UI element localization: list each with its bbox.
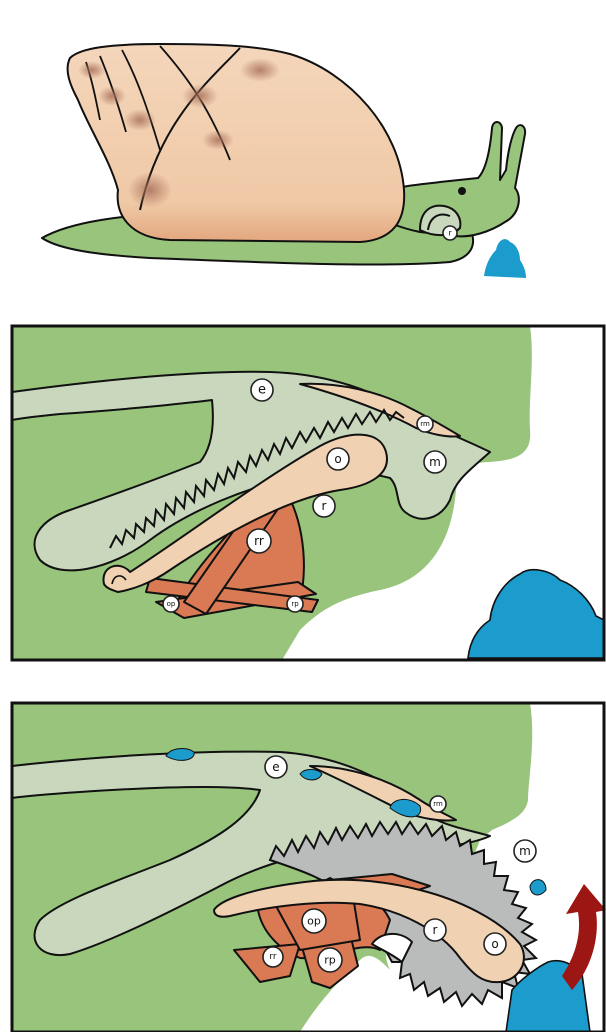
svg-text:m: m bbox=[519, 844, 531, 858]
food-blob bbox=[484, 239, 526, 278]
svg-text:rp: rp bbox=[324, 954, 336, 967]
label-r-3: r bbox=[423, 918, 447, 942]
blue-cell-1 bbox=[165, 748, 195, 761]
label-rm-3: rm bbox=[429, 795, 447, 813]
label-rr-3: rr bbox=[262, 946, 284, 968]
esophagus-3 bbox=[12, 750, 491, 957]
label-o-3: o bbox=[483, 932, 507, 956]
blue-cell-3 bbox=[389, 799, 422, 818]
panel-2-frame bbox=[10, 324, 606, 662]
svg-text:e: e bbox=[272, 760, 279, 774]
svg-text:r: r bbox=[448, 229, 452, 238]
label-rp-3: rp bbox=[317, 947, 343, 973]
label-op-3: op bbox=[301, 908, 327, 934]
blue-cell-2 bbox=[299, 769, 323, 781]
panel-3-frame bbox=[10, 701, 606, 1032]
blue-cell-4 bbox=[529, 879, 547, 896]
label-e-3: e bbox=[264, 755, 288, 779]
label-m-3: m bbox=[513, 839, 537, 863]
svg-text:r: r bbox=[322, 499, 327, 513]
snail-head bbox=[367, 121, 527, 238]
snail-eye bbox=[458, 187, 466, 195]
radula-retracted-panel: e rm m o r rr op rp bbox=[10, 324, 606, 662]
label-rr-2: rr bbox=[246, 528, 272, 554]
radula-protracted-panel: e rm m op r o rr rp bbox=[10, 701, 606, 1032]
svg-text:rr: rr bbox=[269, 952, 277, 962]
svg-text:o: o bbox=[334, 452, 341, 466]
radula-teeth bbox=[109, 408, 405, 549]
svg-text:e: e bbox=[258, 383, 266, 398]
odontophore-3 bbox=[213, 878, 525, 984]
label-rp-2: rp bbox=[286, 595, 304, 613]
protractor-band-rp bbox=[145, 577, 319, 613]
svg-text:rr: rr bbox=[254, 534, 264, 548]
label-r-2: r bbox=[312, 494, 336, 518]
svg-text:r: r bbox=[433, 923, 438, 937]
label-r-overview: r bbox=[442, 225, 458, 241]
svg-text:rm: rm bbox=[433, 800, 443, 808]
odontophore bbox=[102, 433, 388, 593]
svg-text:m: m bbox=[429, 455, 441, 469]
label-e-2: e bbox=[250, 378, 274, 402]
svg-text:rp: rp bbox=[291, 600, 299, 608]
snail-shell bbox=[66, 43, 406, 243]
svg-text:op: op bbox=[307, 915, 321, 928]
snail-overview-panel: r bbox=[41, 43, 527, 278]
rotation-arrow bbox=[562, 884, 606, 990]
label-o-2: o bbox=[326, 447, 350, 471]
svg-text:o: o bbox=[491, 937, 498, 951]
food-blob-2 bbox=[467, 568, 605, 659]
label-op-2: op bbox=[162, 595, 180, 613]
svg-text:op: op bbox=[167, 600, 176, 608]
label-m-2: m bbox=[423, 450, 447, 474]
svg-text:rm: rm bbox=[420, 420, 430, 428]
label-rm-2: rm bbox=[416, 415, 434, 433]
